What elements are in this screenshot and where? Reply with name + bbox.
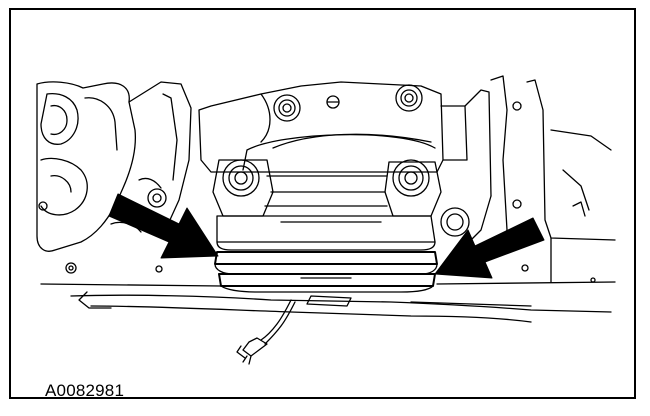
figure-id-label: A0082981 [45,381,125,400]
electrical-connector [236,299,296,365]
housing-bolt-right [395,84,423,112]
mounting-bolts [212,159,442,217]
technical-illustration [36,75,616,365]
figure-frame: A0082981 [9,8,636,400]
callout-arrow-right [434,217,545,279]
clutch-pulley [214,215,438,293]
lower-rail [40,281,616,323]
housing-bolt-left [273,94,301,122]
callout-arrow-left [108,193,219,259]
callout-arrows [108,193,545,279]
compressor-housing [198,81,492,197]
